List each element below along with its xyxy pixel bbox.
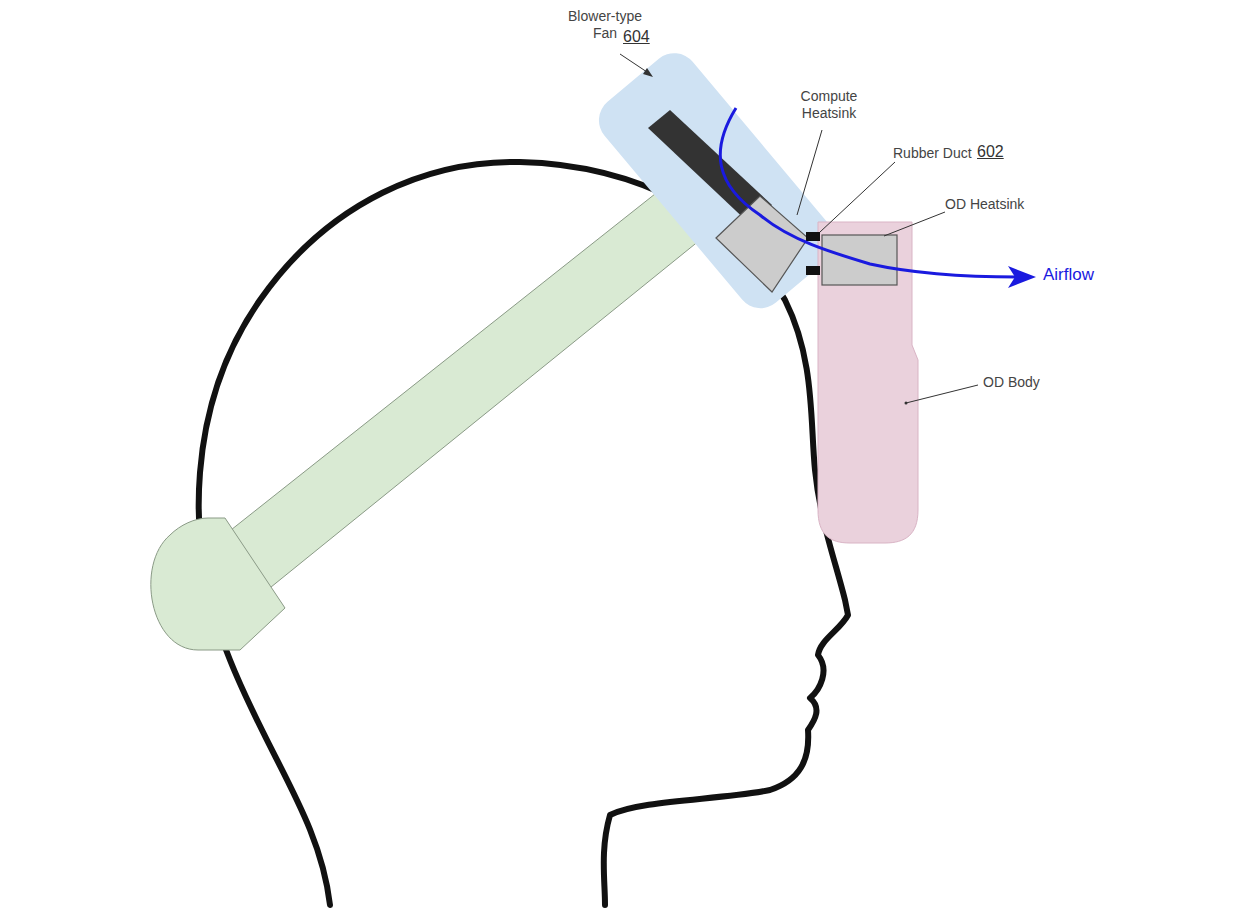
compute-module xyxy=(589,43,846,318)
rubber-duct xyxy=(806,266,820,275)
rubber-duct xyxy=(806,232,820,241)
part-label: Compute Heatsink xyxy=(790,88,868,122)
leader-head xyxy=(643,68,653,77)
leader-line xyxy=(906,385,978,403)
head-strap xyxy=(212,190,700,600)
flow-label: Airflow xyxy=(1043,266,1094,283)
part-label: Rubber Duct xyxy=(893,145,972,162)
leader-line xyxy=(884,212,945,236)
leader-line xyxy=(820,162,895,232)
strap-end-cap xyxy=(151,518,285,650)
callout-number: 604 xyxy=(623,28,650,45)
leader-line xyxy=(797,130,822,215)
part-label: OD Body xyxy=(983,374,1040,391)
airflow-arrowhead xyxy=(1008,266,1036,288)
leader-dot xyxy=(905,402,908,405)
callout-number: 602 xyxy=(977,143,1004,160)
part-label: OD Heatsink xyxy=(945,196,1024,213)
airflow-arrow xyxy=(720,108,1018,277)
compute-heatsink xyxy=(716,196,808,292)
